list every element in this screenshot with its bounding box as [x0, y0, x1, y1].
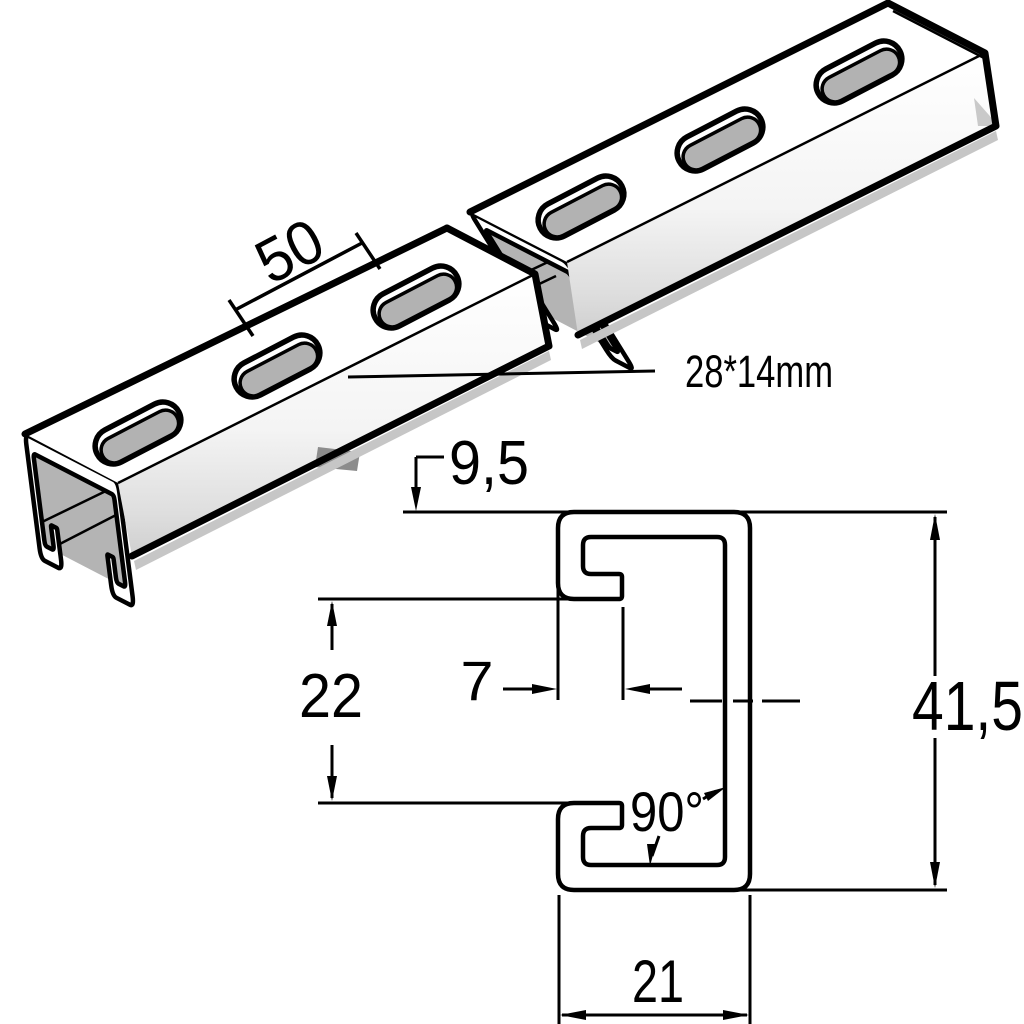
profile-width-label: 21 [632, 948, 684, 1015]
profile-height-label: 41,5 [912, 667, 1023, 745]
channel-interior [33, 454, 126, 588]
left-rail-side-face [118, 274, 549, 556]
arrowhead [723, 1010, 749, 1020]
slot [92, 399, 184, 467]
arrowhead [411, 487, 421, 511]
isometric-view: 50 28*14mm [21, 0, 1000, 609]
arrowhead [625, 684, 650, 694]
right-rail-bottom-shade-strip [580, 131, 998, 349]
arrowhead [560, 1010, 586, 1020]
slot-size-label: 28*14mm [685, 346, 833, 397]
right-rail-far-edge [466, 0, 892, 216]
arrowhead [327, 601, 337, 626]
leader-line [347, 369, 656, 379]
arrowhead [930, 862, 940, 888]
slot [813, 38, 905, 106]
arrowhead [647, 844, 656, 866]
right-rail-segment [466, 0, 1000, 372]
slot [231, 332, 323, 400]
left-rail-bottom-shade-strip [134, 351, 551, 570]
lip-height-label: 9,5 [449, 429, 529, 498]
dimension-lip-depth: 7 [461, 577, 682, 712]
dimension-lip-height: 9,5 [411, 429, 529, 511]
arrowhead [532, 684, 557, 694]
arrowhead [930, 514, 940, 540]
right-rail-end-shade [974, 98, 996, 126]
right-rail-fold-line [566, 51, 986, 264]
dimension-line [234, 241, 363, 312]
interior-lip-edge-line [41, 487, 111, 524]
arrowhead [327, 776, 337, 801]
section-view: 9,5 22 7 90° [299, 429, 1023, 1024]
left-rail-segment [21, 224, 553, 609]
extension-tick [227, 299, 255, 337]
dimension-opening-height: 22 [299, 597, 583, 805]
dimension-profile-width: 21 [557, 895, 752, 1024]
slot-size-callout: 28*14mm [347, 346, 833, 397]
arrowhead [704, 787, 726, 801]
right-rail-end-thickness-line [892, 9, 989, 62]
right-rail-side-face [567, 53, 996, 335]
bend-angle-label: 90° [630, 780, 704, 843]
slot [535, 173, 627, 241]
opening-height-label: 22 [299, 662, 363, 731]
extension-tick [354, 232, 382, 270]
left-rail-fold-line [117, 272, 536, 485]
left-rail-cut-edge [128, 224, 553, 560]
dimension-line [414, 455, 444, 487]
slot [674, 106, 766, 174]
interior-lip-edge-line [51, 512, 119, 550]
right-rail-end-cut-edge [574, 0, 1000, 339]
dimension-profile-height: 41,5 [912, 514, 1023, 888]
lip-depth-label: 7 [461, 649, 494, 712]
dimension-bend-angle: 90° [630, 780, 726, 866]
slot [370, 263, 462, 331]
